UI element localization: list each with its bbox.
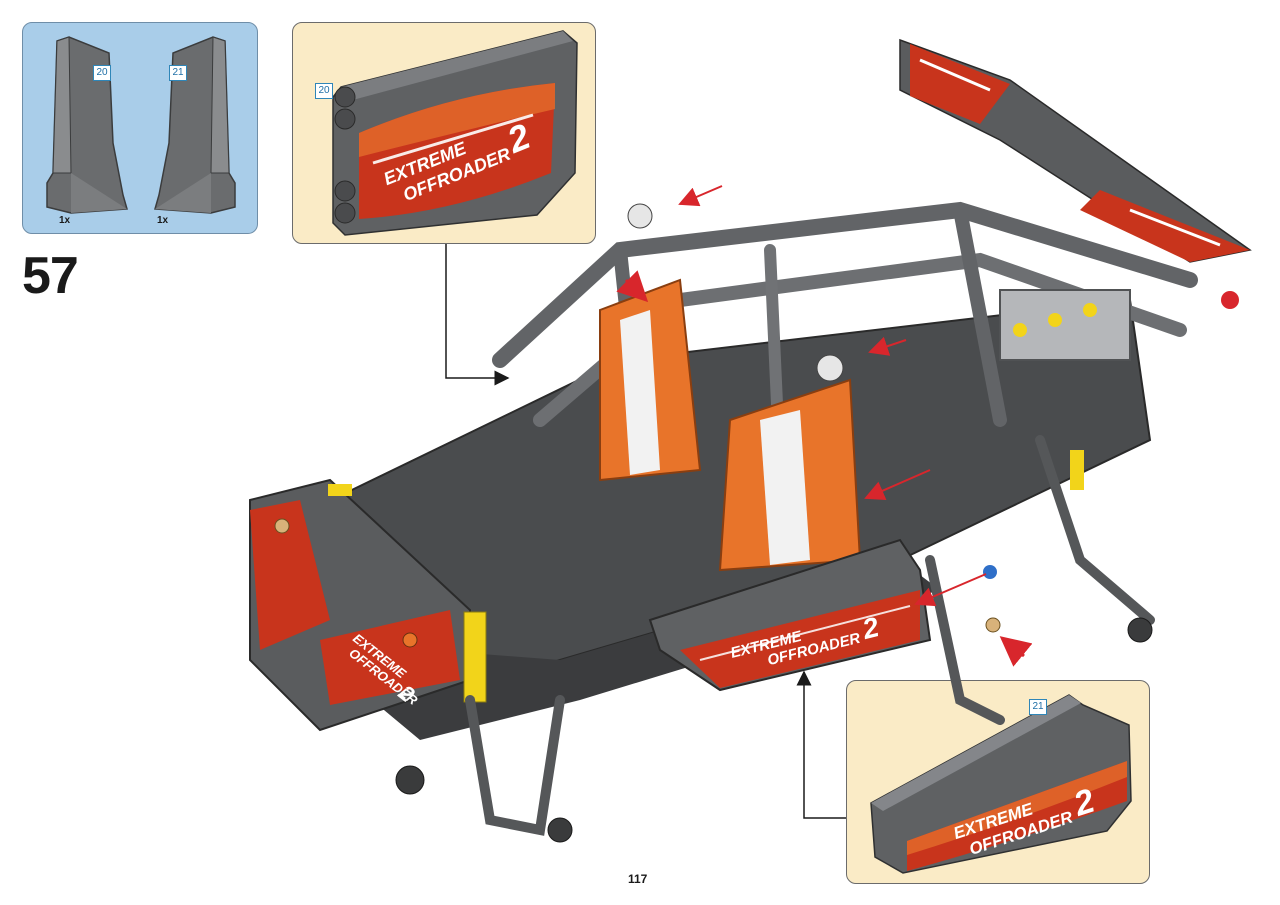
callout-part-21: EXTREME OFFROADER 2 21 <box>846 680 1150 884</box>
assembly-arrow <box>914 573 987 607</box>
callout-21-illustration: EXTREME OFFROADER 2 <box>870 694 1132 874</box>
connector-line-21 <box>796 670 846 819</box>
callout-tag-20: 20 <box>315 83 333 99</box>
part-tag-20: 20 <box>93 65 111 81</box>
part-quantity-21: 1x <box>157 215 169 226</box>
part-tag-21: 21 <box>169 65 187 81</box>
assembly-arrow <box>616 270 649 303</box>
connector-line-20 <box>445 244 510 386</box>
callout-part-20: EXTREME OFFROADER 2 20 <box>292 22 596 244</box>
side-decal-number: 2 <box>858 611 882 645</box>
callout-tag-21: 21 <box>1029 699 1047 715</box>
callout-20-illustration: EXTREME OFFROADER 2 <box>332 30 578 236</box>
buggy-model: EXTREME OFFROADER 2 EXTREME OFFROADER 2 <box>249 38 1252 843</box>
parts-list-illustration <box>46 36 236 214</box>
assembly-arrow <box>678 185 723 207</box>
assembly-arrow <box>999 636 1033 667</box>
parts-list-box: 20 21 1x 1x <box>22 22 258 234</box>
assembly-arrow <box>864 469 931 500</box>
assembly-arrow <box>868 336 907 356</box>
step-number: 57 <box>22 247 79 305</box>
part-quantity-20: 1x <box>59 215 71 226</box>
page-number: 117 <box>628 872 648 886</box>
